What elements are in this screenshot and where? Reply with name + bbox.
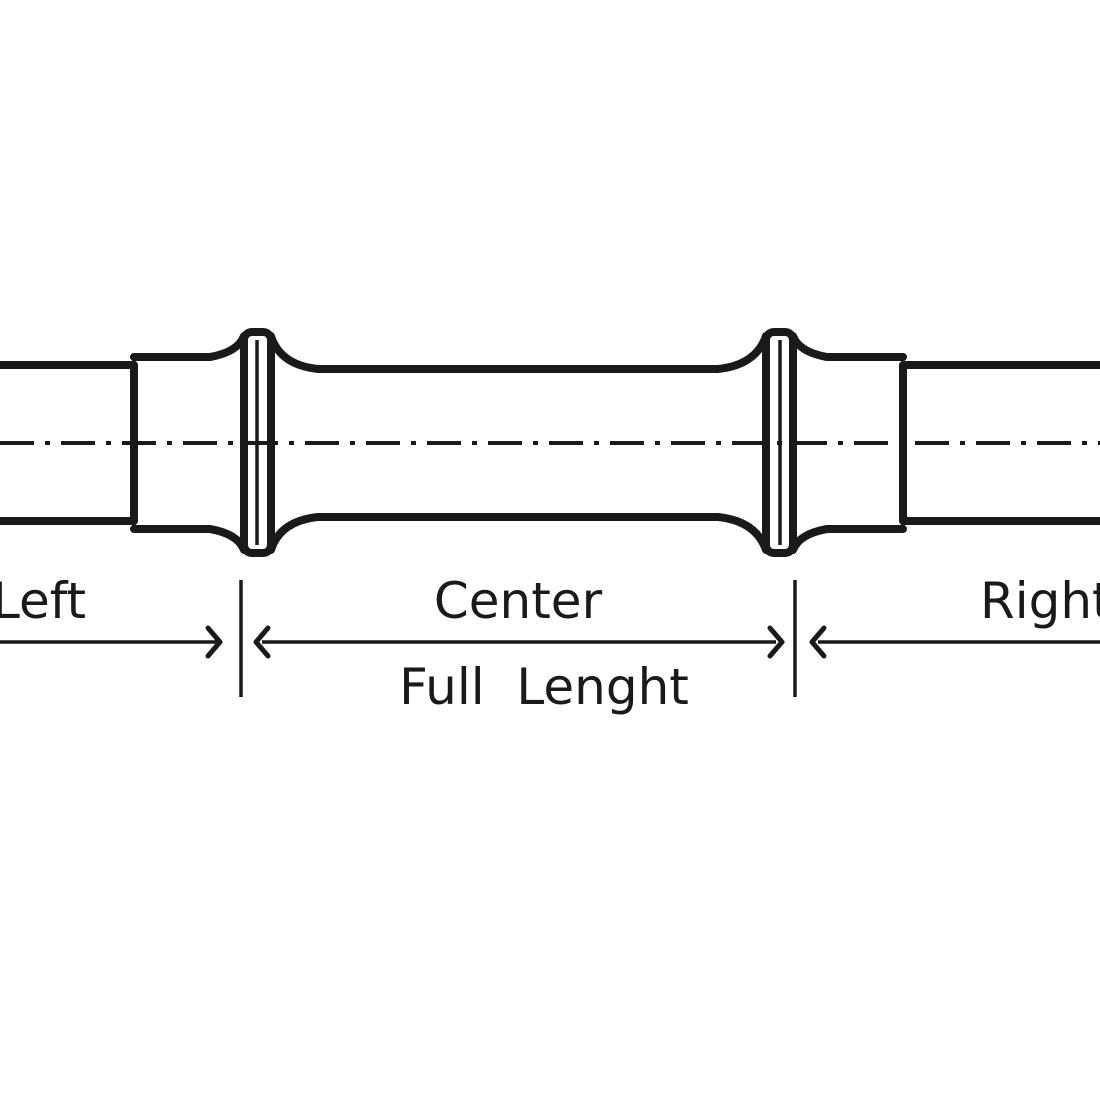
arrowhead-left-end — [205, 625, 223, 659]
arrowhead-center-start — [253, 625, 271, 659]
arrowhead-right-start — [809, 625, 827, 659]
label-right: Right — [980, 572, 1100, 630]
arrowhead-center-end — [767, 625, 785, 659]
label-full-length: Full Lenght — [399, 658, 689, 716]
label-left: Left — [0, 572, 86, 630]
center-section — [267, 332, 770, 554]
label-center: Center — [434, 572, 603, 630]
right-shoulder — [789, 332, 907, 554]
